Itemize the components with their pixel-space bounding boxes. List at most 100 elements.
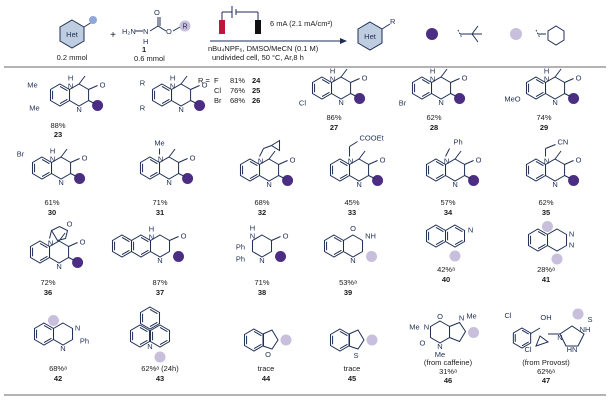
yield-41: 28%ᵃ [537,265,555,274]
labels: 88% 23 R = F 81% 24 Cl 76% 25 Br 68% 26 … [40,76,570,385]
cpd-43: N [129,306,171,363]
cpd-32-n1: N [258,157,263,166]
note-46: (from caffeine) [424,358,473,367]
cpd-31-r-dot [182,173,194,184]
yield-26: 68% [230,96,245,105]
cpd-40-r-dot [449,250,461,262]
svg-text:+: + [110,30,116,41]
yield-23: 88% [50,121,65,130]
number-44: 44 [262,374,271,383]
cpd-38-ph1: Ph [236,243,245,252]
header: Het 0.2 mmol + H₂N N H O O R 1 0.6 mmol [57,6,565,63]
cpd-35-cn: CN [558,138,569,147]
cpd-47-cyclopropane [535,335,550,347]
cpd-45: S [329,328,378,360]
yield-39: 53%ᵃ [339,278,357,287]
r-eq-label: R = [198,76,211,85]
cpd-30-n1: N [50,155,55,164]
cpd-35-r-dot [568,175,580,186]
cpd-28-br: Br [399,99,407,108]
cpd-39-o: O [350,224,356,233]
cpd-36-thf [50,225,69,242]
yield-28: 62% [426,113,441,122]
cpd-34-o: O [476,156,482,165]
yield-46: 31%ᵃ [439,367,457,376]
number-32: 32 [258,208,266,217]
number-28: 28 [430,123,438,132]
cpd-42-n2: N [60,344,65,353]
r-cl: Cl [214,86,221,95]
cpd-32-n4: N [266,180,271,189]
cpd-31-o: O [190,154,196,163]
cpd-44-furan [262,329,279,350]
number-43: 43 [156,374,164,383]
cpd-47-nh: NH [580,325,591,334]
reagent-1: H₂N N H O O R 1 0.6 mmol [122,8,191,63]
cpd-39-r-dot [366,251,378,262]
cpd-24-26-n4: N [178,105,183,114]
cpd-23-me2: Me [29,104,39,113]
cpd-33-r-dot [372,175,384,186]
cpd-46-o1: O [437,312,443,321]
cpd-30-r-dot [74,173,86,184]
cpd-33-n4: N [356,180,361,189]
cpd-42-ph: Ph [80,337,89,346]
anode-electrode [219,20,225,34]
cpd-46-n1: N [424,323,429,332]
cpd-46-r-dot [468,327,480,338]
number-36: 36 [44,288,52,297]
cpd-27-n4: N [338,98,343,107]
cpd-38-h: H [250,224,255,233]
cpd-31-n1: N [158,155,163,164]
cpd-39-nh: NH [365,232,376,241]
reagent-amount: 0.6 mmol [134,54,165,63]
cpd-28-h: H [430,67,435,76]
cpd-27-o: O [362,74,368,83]
cpd-32-cyclopropyl [270,139,281,152]
cpd-34-n1: N [444,157,449,166]
cpd-34-r-dot [468,175,480,186]
product-het-label: Het [364,32,377,41]
cpd-24-r1: R [140,79,146,88]
r-tbu-circle [426,28,438,40]
cpd-31-n4: N [166,178,171,187]
conditions-line-2: undivided cell, 50 °C, Ar,8 h [212,53,304,62]
cpd-23-n1: N [68,82,73,91]
cpd-23-h: H [68,74,73,83]
cpd-28-r-dot [454,93,466,104]
cpd-43-n: N [147,342,152,351]
cpd-37-n1: N [149,233,154,242]
number-42: 42 [54,374,62,383]
cyclohexyl-structure [535,25,565,46]
yield-35: 62% [538,198,553,207]
yield-47: 62%ᵃ [537,367,555,376]
cpd-32-o: O [290,156,296,165]
number-27: 27 [330,123,338,132]
note-47: (from Provost) [522,358,570,367]
cpd-32-r-dot [282,175,294,186]
cpd-39: O NH N [323,224,378,265]
cpd-45-r-dot [366,334,378,346]
r-f: F [214,76,219,85]
cpd-30-o: O [82,154,88,163]
cpd-23-n4: N [76,105,81,114]
cpd-42-r-dot [47,315,59,326]
cpd-23-o: O [100,81,106,90]
cathode-electrode [255,20,261,34]
cpd-38-ph2: Ph [236,255,245,264]
cpd-39-n: N [350,256,355,265]
cpd-47-oh: OH [540,313,551,322]
cpd-33-n1: N [348,157,353,166]
number-33: 33 [348,208,356,217]
yield-45: trace [344,364,361,373]
yield-31: 71% [152,198,167,207]
number-47: 47 [542,376,550,385]
yield-36: 72% [40,278,55,287]
cpd-29-r-dot [568,93,580,104]
number-38: 38 [258,288,266,297]
